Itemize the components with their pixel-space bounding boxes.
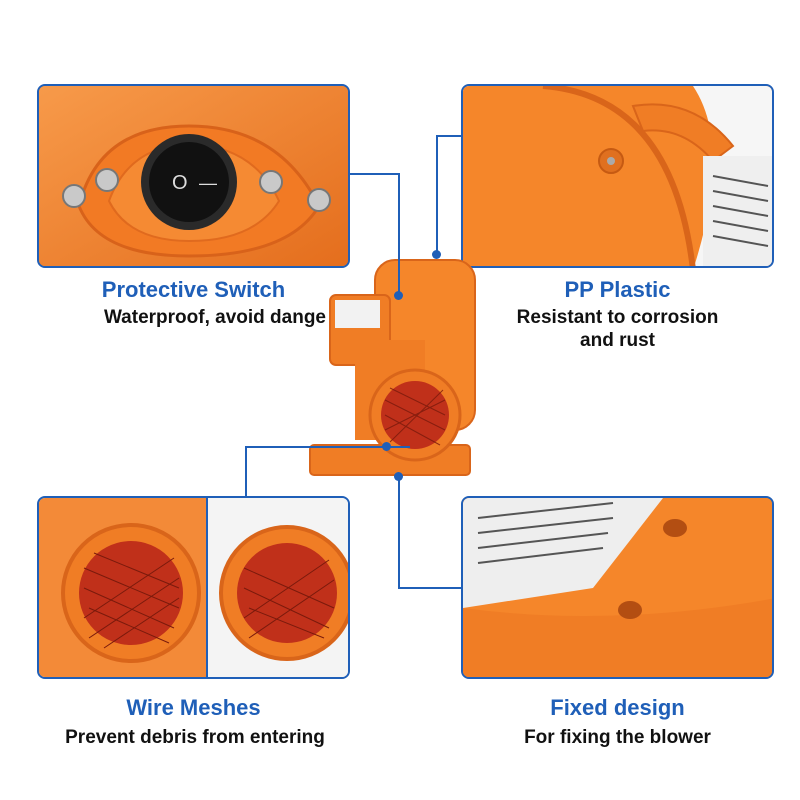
connector-plastic-v	[436, 135, 438, 253]
base-mount-image	[463, 498, 772, 677]
panel-plastic-photo	[461, 84, 774, 268]
wire-mesh-icon	[39, 498, 348, 677]
feature-title-fixed: Fixed design	[550, 695, 685, 720]
switch-off-symbol: O	[172, 172, 188, 194]
feature-title-switch: Protective Switch	[101, 277, 286, 302]
switch-closeup-image: O —	[39, 86, 348, 266]
connector-dot	[382, 442, 391, 451]
connector-dot	[432, 250, 441, 259]
feature-title-mesh: Wire Meshes	[126, 695, 261, 720]
panel-fixed-photo	[461, 496, 774, 679]
connector-dot	[394, 472, 403, 481]
connector-fixed	[398, 476, 400, 588]
connector-plastic	[436, 135, 462, 137]
screw-icon	[62, 168, 331, 212]
feature-desc-switch: Waterproof, avoid dange	[103, 307, 326, 328]
panel-mesh-photo	[37, 496, 350, 679]
feature-desc-plastic-line1: Resistant to corrosion	[516, 307, 719, 328]
feature-desc-fixed: For fixing the blower	[524, 727, 711, 748]
connector-mesh-v	[245, 446, 247, 498]
air-blower-icon	[309, 259, 476, 476]
switch-on-symbol: —	[199, 173, 217, 193]
feature-desc-mesh: Prevent debris from entering	[65, 727, 325, 748]
connector-switch	[350, 173, 400, 175]
connector-switch-v	[398, 173, 400, 295]
feature-desc-plastic-line2: and rust	[580, 330, 655, 351]
connector-mesh	[245, 446, 410, 448]
feature-title-plastic: PP Plastic	[564, 277, 671, 302]
connector-fixed-h	[398, 587, 462, 589]
connector-dot	[394, 291, 403, 300]
panel-switch-photo: O —	[37, 84, 350, 268]
plastic-housing-image	[463, 86, 772, 266]
